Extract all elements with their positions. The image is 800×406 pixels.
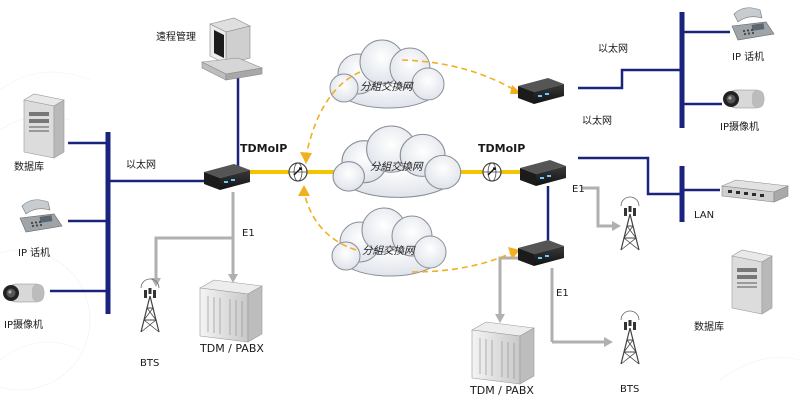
arrow-bts-right-bottom [604,337,613,347]
dashed-link-top-right [401,59,519,93]
arrow-bts-left [151,278,161,287]
server-icon [731,249,773,315]
cloud-bottom [331,207,447,277]
ip-camera-icon [2,283,45,303]
arrow-pabx-right [495,314,505,323]
ip-phone-icon [731,7,775,41]
pabx-cabinet-icon [199,279,263,343]
tdmoip-device-icon [204,164,250,190]
link-tdmoip-right-lan [578,156,682,196]
router-globe-icon [288,162,308,182]
link-e1-right-top [582,186,614,228]
tdmoip-device-icon [518,240,564,266]
dashed-link-bottom-left [303,191,357,251]
ip-camera-icon [722,89,765,109]
arrowhead-top-left [300,152,312,164]
cloud-mid-label: 分組交換网 [370,161,424,173]
database-right-label: 数据库 [694,320,724,333]
link-e1-right-pabx [498,256,522,316]
arrow-bts-right-top [612,221,621,231]
ip-phone-icon [19,199,63,233]
cloud-top [329,39,445,109]
server-icon [23,93,65,159]
database-left-label: 数据库 [14,160,44,173]
link-e1-left-bts [154,236,233,280]
bts-tower-icon [620,310,640,365]
dashed-link-top-left [305,71,361,157]
pabx-cabinet-icon [471,321,535,385]
background-decoration [0,71,800,391]
router-globe-icon [482,162,502,182]
bts-left-label: BTS [140,358,159,369]
tdmoip-device-icon [518,78,564,104]
tdm-pabx-right-label: TDM / PABX [469,384,534,397]
arrowhead-bottom-right [508,247,520,259]
arrowhead-bottom-left [298,185,310,196]
ip-camera-right-label: IP摄像机 [720,120,759,133]
remote-mgmt-label: 遠程管理 [156,30,196,43]
switch-icon [720,179,790,203]
tdmoip-device-icon [520,160,566,186]
bts-tower-icon [620,196,640,251]
tdmoip-left-label: TDMoIP [240,142,287,155]
ip-phone-right-label: IP 话机 [732,50,764,63]
ip-camera-left-label: IP摄像机 [4,318,43,331]
tdm-pabx-left-label: TDM / PABX [199,342,264,355]
lan-label: LAN [694,210,714,221]
e1-right-top-label: E1 [572,184,585,195]
e1-left-label: E1 [242,228,255,239]
ip-phone-left-label: IP 话机 [18,246,50,259]
arrow-e1-left [228,274,238,283]
tdmoip-right-label: TDMoIP [478,142,525,155]
link-tdmoip-top-right [578,68,682,90]
eth-mid-right-label: 以太网 [582,114,612,127]
eth-left-label: 以太网 [126,158,156,171]
cloud-bottom-label: 分組交換网 [362,245,416,257]
cloud-top-label: 分組交換网 [360,81,414,93]
bts-right-label: BTS [620,384,639,395]
computer-icon [200,17,264,81]
dashed-link-bottom-right [411,251,515,273]
e1-right-bottom-label: E1 [556,288,569,299]
bts-tower-icon [140,278,160,333]
eth-top-right-label: 以太网 [598,42,628,55]
